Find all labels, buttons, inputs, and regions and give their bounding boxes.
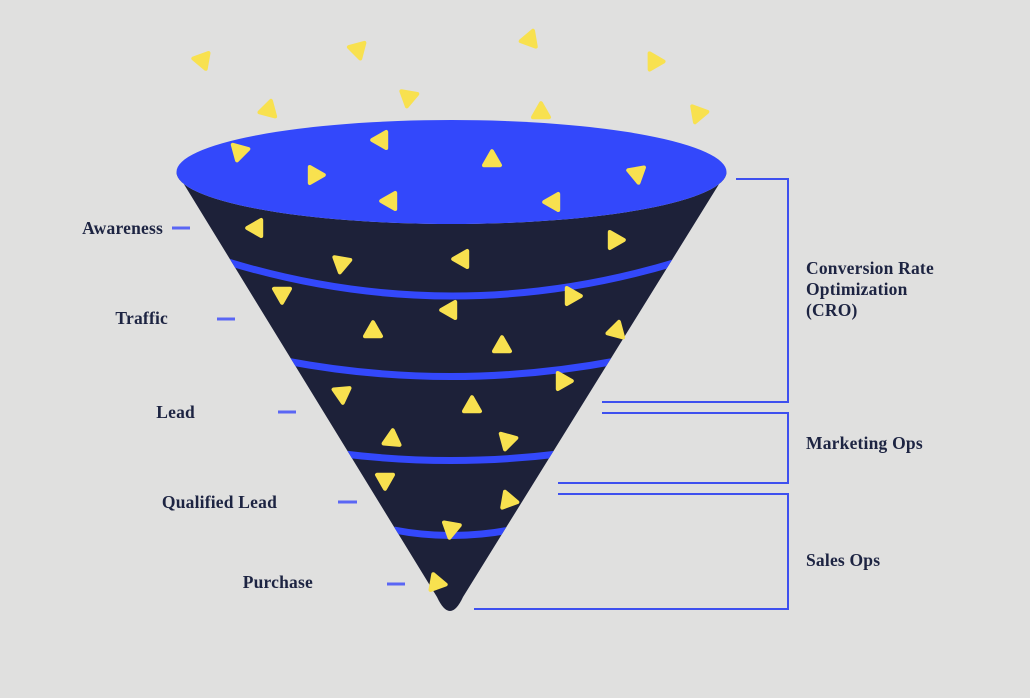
stage-label-purchase: Purchase	[242, 572, 313, 592]
annotation-cro: Conversion Rate Optimization (CRO)	[806, 258, 934, 320]
annotation-bracket	[558, 412, 789, 484]
annotation-marketing-ops: Marketing Ops	[806, 433, 923, 453]
funnel-top-ellipse	[176, 120, 727, 224]
particle-triangle-icon	[531, 101, 551, 120]
particle-triangle-icon	[439, 300, 458, 320]
funnel-stripe-divider	[226, 258, 679, 300]
particle-triangle-icon	[442, 520, 462, 540]
particle-triangle-icon	[482, 149, 502, 168]
particle-triangle-icon	[492, 335, 512, 354]
particle-triangle-icon	[379, 191, 398, 211]
particle-triangle-icon	[462, 395, 482, 414]
particle-triangle-icon	[498, 431, 519, 452]
particle-triangle-icon	[690, 104, 710, 125]
stage-label-lead: Lead	[156, 402, 195, 422]
funnel-stripe-divider	[285, 357, 617, 380]
particle-triangle-icon	[191, 51, 211, 71]
particle-triangle-icon	[363, 320, 383, 339]
particle-triangle-icon	[230, 142, 251, 163]
particle-triangle-icon	[607, 230, 626, 250]
particle-triangle-icon	[381, 428, 402, 447]
particle-triangle-icon	[451, 249, 470, 269]
stage-label-awareness: Awareness	[82, 218, 163, 238]
annotation-sales-ops: Sales Ops	[806, 550, 881, 570]
particle-triangle-icon	[370, 130, 389, 150]
annotation-bracket	[474, 493, 789, 610]
particle-triangle-icon	[399, 89, 420, 109]
particle-triangle-icon	[245, 218, 264, 238]
stage-label-traffic: Traffic	[115, 308, 168, 328]
particle-triangle-icon	[375, 472, 395, 491]
particles	[191, 28, 710, 592]
particle-triangle-icon	[428, 572, 448, 592]
particle-triangle-icon	[605, 319, 626, 340]
funnel-cone	[176, 172, 727, 611]
particle-triangle-icon	[626, 165, 646, 185]
particle-triangle-icon	[332, 255, 353, 275]
particle-triangle-icon	[272, 286, 292, 305]
particle-triangle-icon	[500, 489, 520, 510]
particle-triangle-icon	[307, 165, 326, 185]
particle-triangle-icon	[346, 40, 367, 61]
particle-triangle-icon	[518, 28, 538, 49]
stage-label-qualified-lead: Qualified Lead	[161, 492, 277, 512]
particle-triangle-icon	[555, 371, 574, 391]
annotation-bracket	[602, 178, 789, 403]
particle-triangle-icon	[257, 98, 278, 119]
particle-triangle-icon	[564, 286, 583, 306]
particle-triangle-icon	[647, 51, 666, 72]
particle-triangle-icon	[542, 192, 561, 212]
funnel-stripe-divider	[343, 450, 559, 464]
particle-triangle-icon	[331, 386, 352, 405]
